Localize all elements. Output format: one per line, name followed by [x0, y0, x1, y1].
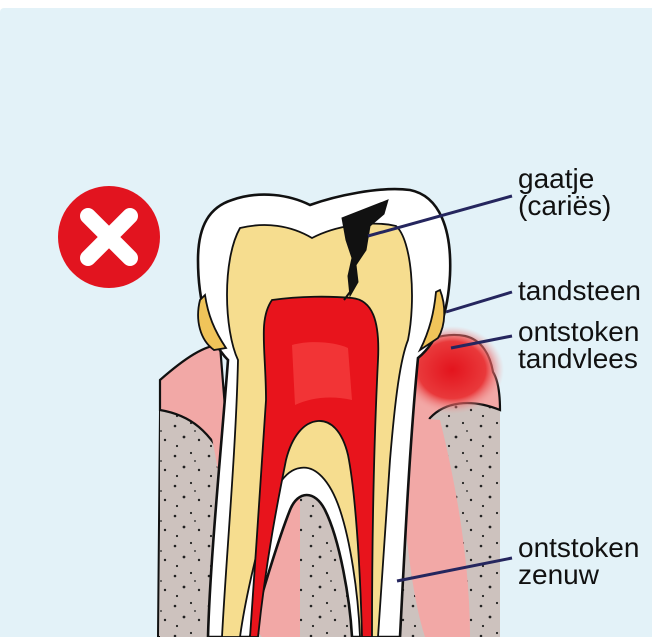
label-inflamed-nerve-line-2: zenuw: [518, 561, 639, 588]
label-tartar: tandsteen: [518, 277, 641, 304]
label-inflamed-gum-line-2: tandvlees: [518, 345, 639, 372]
label-cavity-line-1: gaatje: [518, 165, 611, 192]
label-inflamed-gum: ontstoken tandvlees: [518, 318, 639, 372]
label-inflamed-nerve-line-1: ontstoken: [518, 534, 639, 561]
label-cavity-line-2: (cariës): [518, 192, 611, 219]
wrong-cross-icon: [58, 186, 160, 288]
leader-line-tartar: [446, 292, 512, 312]
label-tartar-line-1: tandsteen: [518, 277, 641, 304]
label-inflamed-nerve: ontstoken zenuw: [518, 534, 639, 588]
label-inflamed-gum-line-1: ontstoken: [518, 318, 639, 345]
label-cavity: gaatje (cariës): [518, 165, 611, 219]
